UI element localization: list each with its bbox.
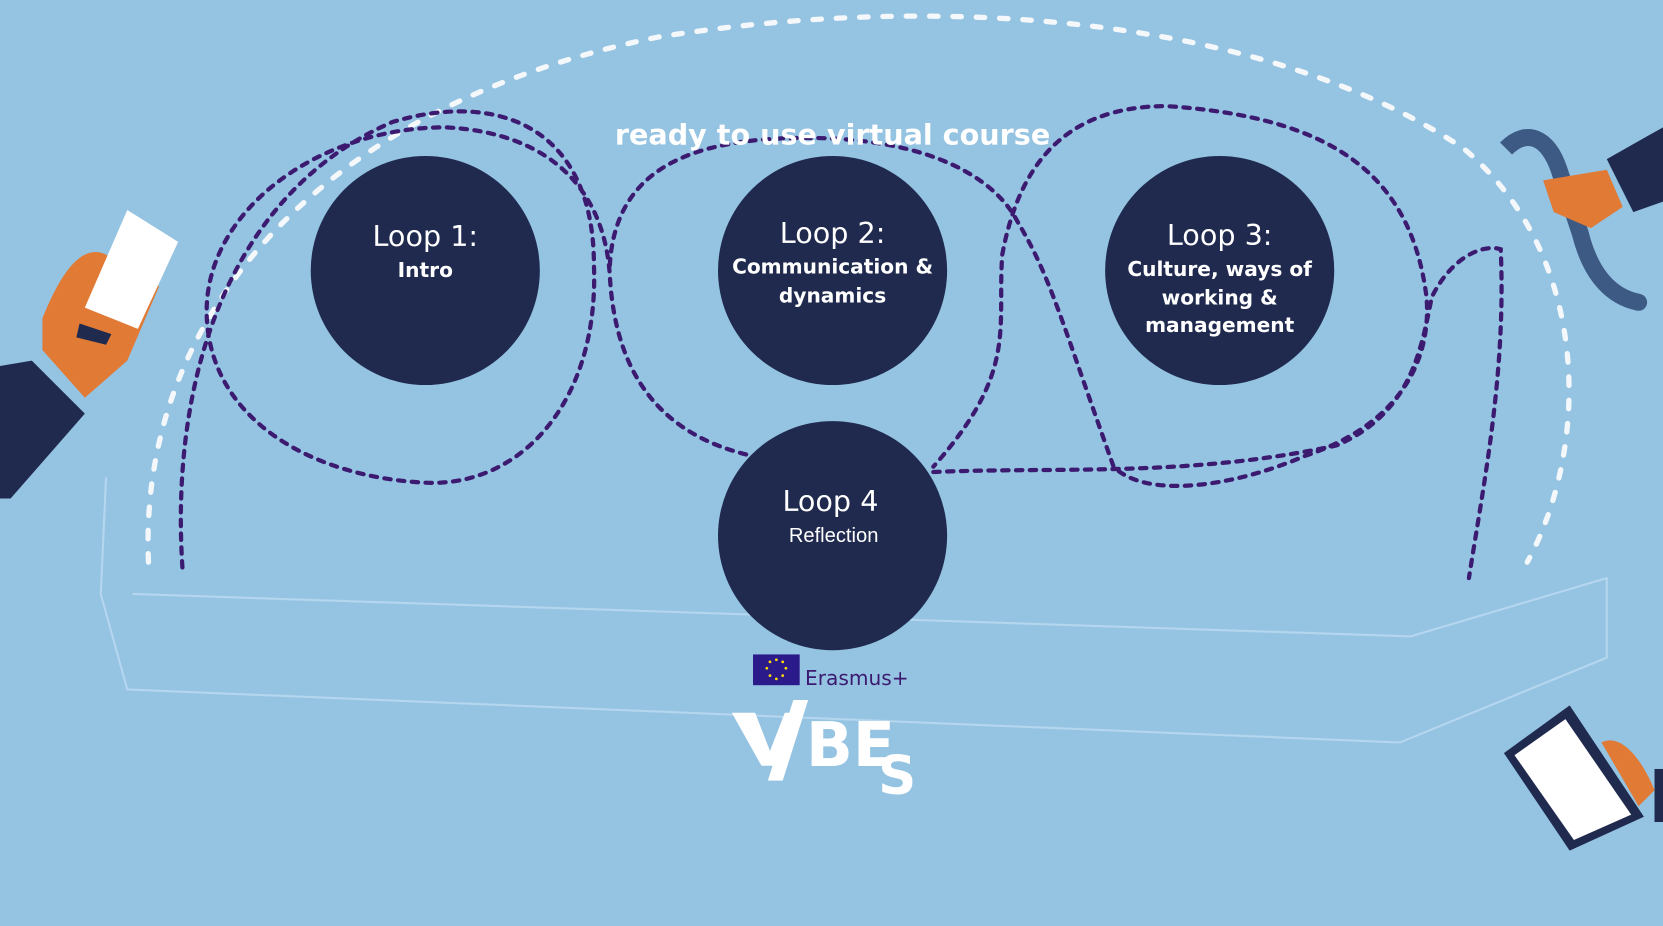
svg-text:S: S [878,744,916,806]
dotted-loop-paths [178,103,1504,581]
loop-1-heading: Loop 1: [372,219,478,253]
vibes-logo: BE S [731,700,916,806]
loop-2-subtitle-line1: Communication & [732,255,933,279]
loop-4-circle[interactable] [718,421,948,651]
loop-3-subtitle-line2: working & [1162,285,1278,309]
white-dashed-arc [145,13,1572,565]
erasmus-label: Erasmus+ [805,666,909,690]
svg-text:BE: BE [806,709,895,781]
table-outline [99,477,1608,744]
loop-3-subtitle-line3: management [1145,313,1295,337]
eu-flag-icon [753,654,800,686]
hand-with-tablet-illustration [1503,705,1663,851]
loop-2-circle[interactable] [718,155,948,386]
loop-1-circle[interactable] [310,155,540,386]
hand-with-phone-illustration [0,210,179,499]
loop-3-subtitle-line1: Culture, ways of [1127,257,1312,281]
loop-3-heading: Loop 3: [1167,218,1273,252]
course-title: ready to use virtual course [615,117,1050,151]
loop-3-circle[interactable] [1105,155,1335,386]
loop-1-subtitle: Intro [398,258,453,282]
loop-2-heading: Loop 2: [780,216,886,250]
hand-with-telephone-illustration [1500,127,1663,311]
loop-4-subtitle: Reflection [789,525,879,547]
loop-4-heading: Loop 4 [782,484,878,518]
loop-2-subtitle-line2: dynamics [779,283,886,307]
